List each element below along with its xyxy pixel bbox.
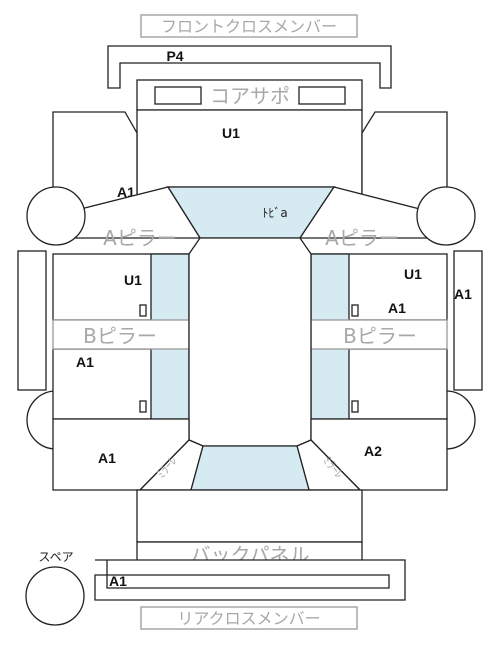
hood-grade: U1 — [222, 125, 240, 141]
spare-label: スペア — [38, 550, 73, 564]
left-b-pillar-part[interactable] — [52, 319, 190, 350]
spare-tire[interactable] — [25, 566, 85, 626]
left-headlight[interactable] — [154, 86, 202, 105]
front-right-door-lower-grade: A1 — [388, 300, 406, 316]
front-cross-member-label: フロントクロスメンバー — [161, 17, 337, 36]
rear-bumper-bracket[interactable] — [94, 559, 406, 601]
left-a-pillar-label: Aピラー — [103, 226, 177, 250]
left-b-pillar-label: Bピラー — [83, 324, 157, 348]
rear-right-handle[interactable] — [351, 400, 359, 413]
right-side-step[interactable] — [453, 250, 483, 391]
right-b-pillar-label: Bピラー — [343, 324, 417, 348]
front-left-door-grade: U1 — [124, 272, 142, 288]
front-left-handle[interactable] — [139, 304, 147, 317]
rear-bumper-bracket-grade: A1 — [109, 573, 127, 589]
wheel-front-left[interactable] — [26, 186, 86, 246]
rear-left-door-grade: A1 — [76, 354, 94, 370]
core-support-label: コアサポ — [210, 84, 290, 108]
rear-cross-member-label: リアクロスメンバー — [177, 609, 320, 628]
front-bracket-grade: P4 — [166, 48, 183, 64]
rear-left-quarter-grade: A1 — [98, 450, 116, 466]
right-a-pillar-label: Aピラー — [325, 226, 399, 250]
front-right-handle[interactable] — [351, 304, 359, 317]
rear-glass[interactable] — [190, 445, 310, 491]
rear-cross-member-box[interactable] — [140, 606, 358, 630]
right-side-step-grade: A1 — [454, 286, 472, 302]
rear-right-quarter-grade: A2 — [364, 443, 382, 459]
right-headlight[interactable] — [298, 86, 346, 105]
left-side-step[interactable] — [17, 250, 47, 391]
front-bracket-part[interactable] — [107, 45, 392, 89]
rear-left-handle[interactable] — [139, 400, 147, 413]
front-right-door-grade: U1 — [404, 266, 422, 282]
front-cross-member-box[interactable] — [140, 14, 358, 38]
wheel-front-right[interactable] — [416, 186, 476, 246]
trunk-part[interactable] — [136, 489, 363, 543]
roof-label: ﾄﾋﾞa — [262, 206, 287, 220]
roof-part[interactable] — [188, 237, 312, 447]
